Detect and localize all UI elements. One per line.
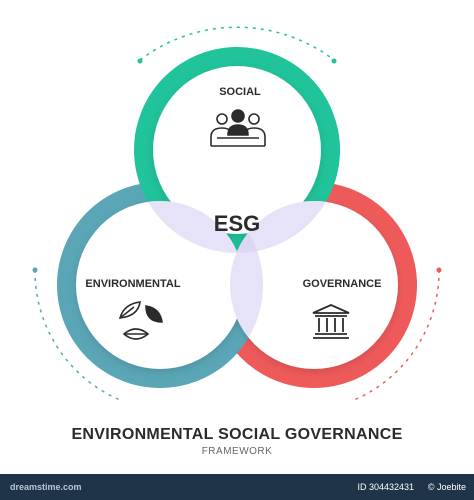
esg-venn-diagram: SOCIAL ENVIRONMENTAL GOVERNANCE ESG (32, 26, 442, 401)
overlap-social-environmental (134, 201, 244, 253)
diagram-title: ENVIRONMENTAL SOCIAL GOVERNANCE (71, 426, 403, 443)
institution-building-icon (312, 304, 350, 339)
diagram-subtitle: FRAMEWORK (201, 446, 273, 457)
people-meeting-icon (210, 109, 266, 147)
dashed-arc-right (353, 269, 440, 401)
label-social: SOCIAL (219, 86, 261, 98)
author-text: © Joebite (427, 482, 466, 492)
watermark-text: dreamstime.com (10, 482, 82, 492)
leaves-icon (118, 301, 163, 340)
image-id-text: ID 304432431 (357, 482, 414, 492)
label-environmental: ENVIRONMENTAL (85, 278, 180, 290)
label-governance: GOVERNANCE (303, 278, 382, 290)
dashed-arc-top (139, 26, 335, 61)
overlap-social-governance (230, 201, 340, 253)
dashed-arc-left (34, 269, 121, 401)
center-label-esg: ESG (214, 211, 260, 236)
social-disc (153, 66, 321, 234)
footer-bar: dreamstime.com ID 304432431 © Joebite (0, 474, 474, 500)
